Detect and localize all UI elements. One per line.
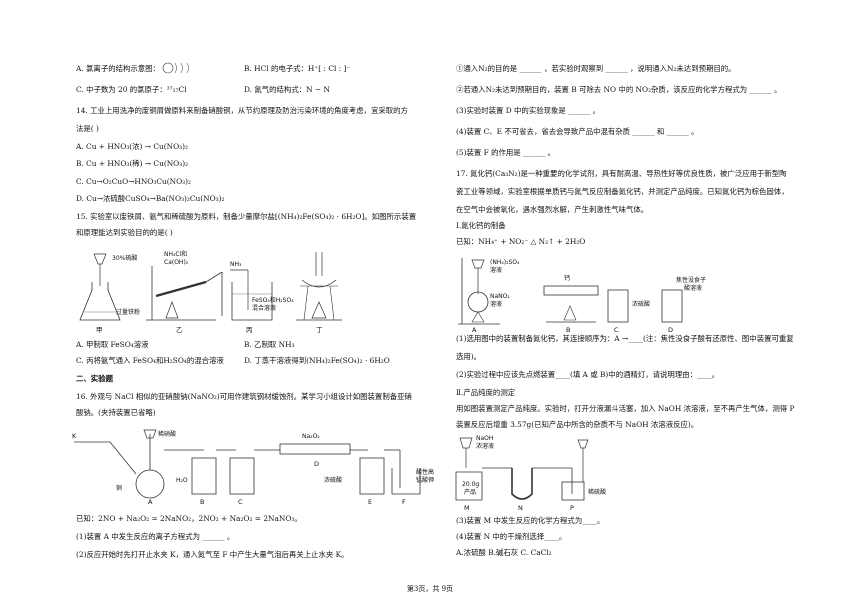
q17-stem-2: 瓷工业等领域，实验室根据单质钙与氮气反应制备氮化钙，并测定产品纯度。已知氮化钙为… [456,187,789,196]
q16-part-2: (2)反应开始时先打开止水夹 K，通入氮气至 F 中产生大量气泡后再关上止水夹 … [76,550,349,559]
q15-option-a: A. 甲制取 FeSO₄溶液 [76,340,149,349]
q16-known: 已知：2NO + Na₂O₂ = 2NaNO₂，2NO₂ + Na₂O₂ = 2… [76,514,302,523]
q16-part-5: (5)装置 F 的作用是 ______ 。 [456,148,555,157]
label-jia: 甲 [96,326,103,334]
apparatus-jia: 30%硫酸 过量铁粉 甲 [79,253,140,334]
label-30-percent-sulfuric-acid: 30%硫酸 [112,254,137,262]
label-a: A [472,326,477,332]
q17-ii-4: (4)装置 N 中的干燥剂选择____。 [456,532,567,541]
label-e: E [368,498,372,506]
label-m: M [464,504,470,512]
q13-option-a: A. 氯离子的结构示意图： [76,64,160,73]
q14-option-b: B. Cu + HNO₃(稀) → Cu(NO₃)₂ [76,159,189,168]
q16-cont-1: ①通入N₂的目的是 ______ ，若实验时观察到 ______ ，说明通入N₂… [456,64,736,73]
q14-stem-1: 14. 工业上用洗净的废铜屑做原料来制备硝酸铜，从节约原理及防治污染环境的角度考… [76,106,408,115]
label-excess-iron-powder: 过量铁粉 [116,308,140,316]
q14-stem-2: 法是( ) [76,124,99,133]
label-ammonium-sulfate-solution: 溶液 [490,266,502,274]
q17-i-1: (1)选用图中的装置制备氮化钙，其连接顺序为：A →____(注：焦性没食子酸有… [456,334,794,343]
apparatus-ding: 丁 [296,252,342,334]
label-product: 产品 [464,488,476,496]
label-ammonium-sulfate: (NH₄)₂SO₄ [490,259,520,266]
q16-stem-2: 酸钠。(夹持装置已省略) [76,408,156,417]
q17-i-2: (2)实验过程中应该先点燃装置____(填 A 或 B)中的酒精灯，请说明理由：… [456,370,720,379]
label-conc-solution: 浓溶液 [476,442,494,450]
q16-apparatus-figure: K 稀硝酸 铜 A H₂O B C Na₂O₂ D 浓硫酸 E 酸性高 锰酸钾 [70,424,440,506]
q15-stem-1: 15. 实验室以废铁屑、氨气和稀硫酸为原料，制备少量摩尔盐[(NH₄)₂Fe(S… [76,212,417,221]
q17-part-1-heading: Ⅰ.氮化钙的制备 [456,221,506,230]
q17-stem-1: 17. 氮化钙(Ca₃N₂)是一种重要的化学试剂，具有耐高温、导热性好等优良性质… [456,169,787,178]
label-ding: 丁 [316,326,323,334]
label-c: C [614,326,619,332]
label-feso4-h2so4: FeSO₄和H₂SO₄ [252,296,294,304]
label-dilute-sulfuric-acid: 稀硫酸 [588,488,606,496]
label-water: H₂O [176,477,188,484]
label-d: D [668,326,673,332]
q17-preparation-figure: (NH₄)₂SO₄ 溶液 NaNO₂ 溶液 A 钙 B 浓硫酸 C 焦性没食子 … [456,254,716,332]
q13-option-d: D. 氮气的结构式：N − N [244,85,330,94]
label-mass: 20.0g [462,481,479,488]
label-yi: 乙 [176,326,183,334]
q13-option-b: B. HCl 的电子式：H⁺[ : Cl : ]⁻ [244,64,351,73]
label-acidic-kmno4-2: 锰酸钾 [416,476,434,484]
q14-option-c: C. Cu→O₂CuO→HNO₃Cu(NO₃)₂ [76,177,191,186]
q16-part-3: (3)实验时装置 D 中的实验现象是 ______ 。 [456,106,601,115]
q17-i-1-cont: 选用)。 [456,352,482,361]
q15-option-c: C. 丙将氨气通入 FeSO₄和H₂SO₄的混合溶液 [76,356,224,365]
label-k-clamp: K [72,432,77,440]
label-calcium: 钙 [564,274,570,282]
label-pyrogallol-2: 酸溶液 [684,284,702,292]
q13-option-c: C. 中子数为 20 的氯原子：³⁷₁₇Cl [76,85,187,94]
q17-part-2-heading: Ⅱ.产品纯度的测定 [456,388,516,397]
q15-option-d: D. 丁蒸干溶液得到(NH₄)₂Fe(SO₄)₂ · 6H₂O [244,356,390,365]
label-nano2: NaNO₂ [490,293,510,300]
label-nh3: NH₃ [230,261,242,268]
q17-ii-text-1: 用如图装置测定产品纯度。实验时，打开分液漏斗活塞，加入 NaOH 浓溶液，至不再… [456,404,795,413]
label-f: F [402,498,406,506]
label-b: B [200,498,204,506]
label-a: A [148,498,153,506]
label-p: P [570,504,574,512]
q16-part-1: (1)装置 A 中发生反应的离子方程式为 ______ 。 [76,532,235,541]
label-naoh: NaOH [476,435,493,442]
label-d: D [314,460,319,468]
q14-option-a: A. Cu + HNO₃(浓) → Cu(NO₃)₂ [76,142,188,151]
q17-known-equation: 已知：NH₄⁺ + NO₂⁻ △ N₂↑ + 2H₂O [456,237,586,246]
chlorine-ion-diagram [160,60,196,76]
q14-option-d: D. Cu→浓硫酸CuSO₄→Ba(NO₃)₂Cu(NO₃)₂ [76,194,225,203]
label-pyrogallol-1: 焦性没食子 [676,276,706,284]
q15-option-b: B. 乙制取 NH₃ [244,340,295,349]
label-b: B [566,326,570,332]
q16-cont-2: ②若通入N₂未达到预期目的，装置 B 可除去 NO 中的 NO₂杂质，该反应的化… [456,85,782,94]
label-n: N [518,504,523,512]
label-copper: 铜 [116,484,122,492]
label-nano2-solution: 溶液 [490,300,502,308]
label-c: C [238,498,243,506]
apparatus-bing: NH₃ FeSO₄和H₂SO₄ 混合溶液 丙 [230,261,294,334]
q17-stem-3: 在空气中会被氧化，遇水强烈水解，产生刺激性气味气体。 [456,205,649,214]
label-acidic-kmno4-1: 酸性高 [416,468,434,476]
section-heading-experiment: 二、实验题 [76,374,113,383]
q16-stem-1: 16. 外观与 NaCl 相似的亚硝酸钠(NaNO₂)可用作建筑钢材缓蚀剂。某学… [76,392,412,401]
q17-ii-text-2: 装置反应后增重 3.57g(已知产品中所含的杂质不与 NaOH 浓溶液反应)。 [456,420,699,429]
label-mixed-solution: 混合溶液 [252,304,276,312]
q17-purity-figure: NaOH 浓溶液 20.0g 产品 M N 稀硫酸 P [452,432,632,512]
label-caoh2: Ca(OH)₂ [164,259,189,266]
q15-apparatus-figure: 30%硫酸 过量铁粉 甲 NH₄Cl和 Ca(OH)₂ 乙 NH₃ FeSO₄和… [76,246,366,336]
label-dilute-nitric-acid: 稀硝酸 [158,430,176,438]
q15-stem-2: 和原理能达到实验目的的是( ) [76,228,173,237]
q17-ii-4-options: A.浓硫酸 B.碱石灰 C. CaCl₂ [456,548,552,557]
page-footer: 第3页，共 9页 [406,585,454,593]
q16-part-4: (4)装置 C、E 不可省去，省去会导致产品中混有杂质 ______ 和 ___… [456,127,699,136]
label-conc-sulfuric-acid: 浓硫酸 [632,300,650,308]
label-conc-sulfuric-acid: 浓硫酸 [324,476,342,484]
label-na2o2: Na₂O₂ [302,433,320,440]
q17-ii-3: (3)装置 M 中发生反应的化学方程式为____。 [456,516,605,525]
label-bing: 丙 [246,326,253,334]
label-nh4cl: NH₄Cl和 [164,250,187,258]
apparatus-yi: NH₄Cl和 Ca(OH)₂ 乙 [146,250,223,334]
